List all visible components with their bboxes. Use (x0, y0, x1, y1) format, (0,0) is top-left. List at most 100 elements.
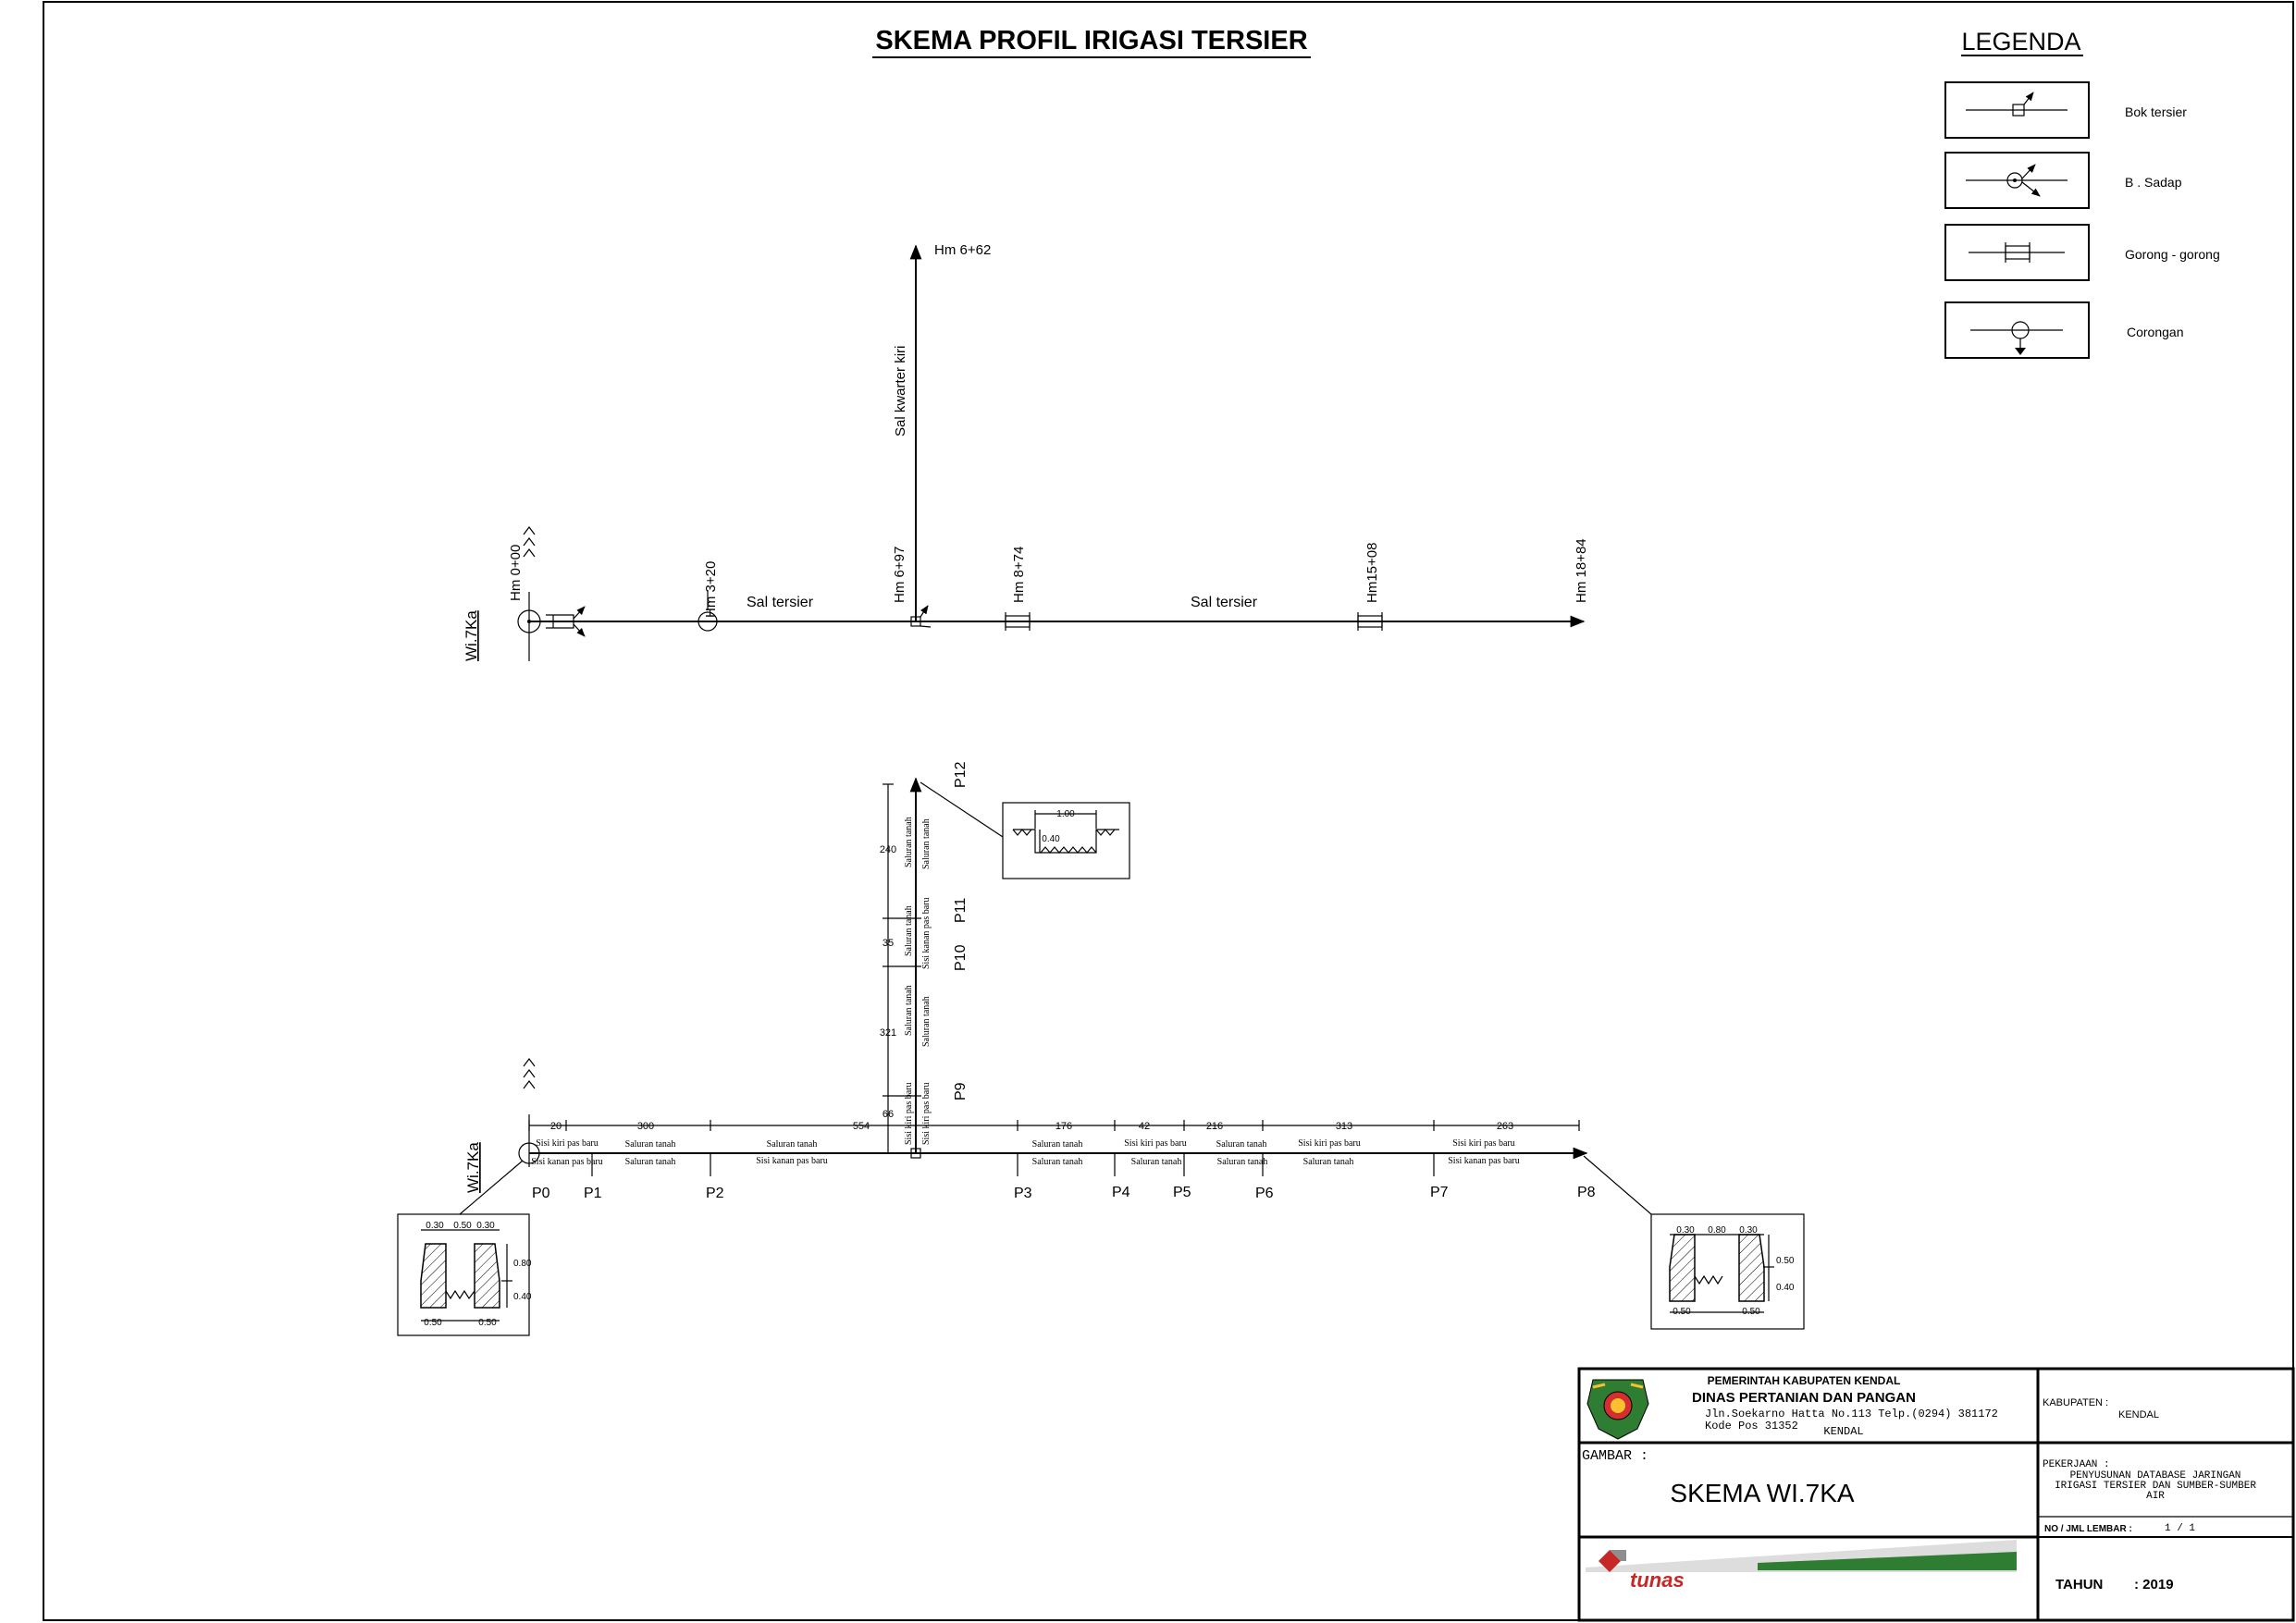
section-dimension: 0.80 (1708, 1225, 1726, 1236)
gambar-value: SKEMA WI.7KA (1670, 1479, 1854, 1507)
point-label: P0 (532, 1186, 550, 1201)
tahun-value: : 2019 (2134, 1577, 2174, 1592)
segment-lower-label: Saluran tanah (1303, 1157, 1354, 1167)
segment-lower-label: Saluran tanah (1131, 1157, 1182, 1167)
kabupaten-value: KENDAL (2118, 1409, 2159, 1420)
branch-left-label: Sisi kiri pas baru (904, 1083, 914, 1146)
legend-label-bok-tersier: Bok tersier (2125, 105, 2187, 119)
channel-label: Sal tersier (1191, 595, 1258, 610)
bok-tersier-icon (910, 1148, 921, 1159)
branch-right-label: Saluran tanah (921, 996, 932, 1047)
pekerjaan-label: PEKERJAAN : (2043, 1459, 2110, 1470)
scheme-side-label: Wi.7Ka (463, 610, 480, 661)
dept-name: DINAS PERTANIAN DAN PANGAN (1692, 1390, 1916, 1406)
tahun-label: TAHUN (2055, 1577, 2103, 1592)
legend-label-gorong: Gorong - gorong (2125, 247, 2220, 262)
branch-left-label: Saluran tanah (904, 817, 914, 867)
dept-postcode: Kode Pos 31352 (1705, 1420, 1798, 1432)
title-block: PEMERINTAH KABUPATEN KENDAL DINAS PERTAN… (1577, 1367, 2295, 1622)
distance-label: 321 (880, 1027, 896, 1039)
segment-lower-label: Saluran tanah (1032, 1157, 1083, 1167)
bok-tersier-icon (1944, 81, 2090, 139)
pekerjaan-line: IRIGASI TERSIER DAN SUMBER-SUMBER (2055, 1481, 2256, 1492)
station-label: Hm 6+97 (892, 547, 907, 603)
distance-label: 240 (880, 844, 896, 855)
point-label: P12 (953, 761, 969, 788)
segment-upper-label: Saluran tanah (1216, 1139, 1267, 1150)
section-dimension: 0.40 (1776, 1283, 1795, 1293)
section-dimension: 0.80 (513, 1259, 532, 1269)
legend-label-sadap: B . Sadap (2125, 175, 2182, 190)
tertiary-scheme: Hm 6+62 Sal kwarter kiri Wi.7Ka Hm 0+00 … (463, 242, 1589, 661)
point-label: P5 (1173, 1185, 1191, 1200)
point-label: P4 (1112, 1185, 1130, 1200)
distance-label: 263 (1497, 1121, 1513, 1132)
kabupaten-label: KABUPATEN : (2043, 1397, 2108, 1408)
station-label: Hm 18+84 (1574, 538, 1589, 603)
point-label: P1 (584, 1186, 602, 1201)
section-dimension: 0.30 (426, 1221, 444, 1231)
sheet-border (43, 1, 2294, 1621)
point-label: P10 (953, 944, 969, 971)
branch-right-label: Sisi kanan pas baru (921, 898, 932, 970)
section-dimension: 0.50 (424, 1318, 442, 1328)
channel-profile: Wi.7Ka 20 300 554 176 (397, 761, 1805, 1336)
point-label: P8 (1577, 1185, 1596, 1200)
tunas-logo-text: tunas (1630, 1568, 1685, 1592)
section-dimension: 0.50 (453, 1221, 472, 1231)
station-label: Hm 3+20 (703, 561, 719, 618)
source-sadap-icon (517, 526, 586, 661)
station-label: Hm15+08 (1364, 543, 1380, 603)
branch-end-station: Hm 6+62 (934, 242, 991, 258)
branch-channel-label: Sal kwarter kiri (893, 346, 908, 436)
pekerjaan-line: PENYUSUNAN DATABASE JARINGAN (2070, 1470, 2241, 1482)
station-label: Hm 8+74 (1011, 547, 1027, 603)
branch-right-label: Saluran tanah (921, 818, 932, 869)
distance-label: 216 (1206, 1121, 1223, 1132)
distance-label: 300 (637, 1121, 654, 1132)
distance-label: 35 (883, 938, 894, 949)
dimension-ticks (528, 1120, 1580, 1131)
distance-label: 313 (1336, 1121, 1352, 1132)
lembar-label: NO / JML LEMBAR : (2044, 1524, 2132, 1534)
dept-address: Jln.Soekarno Hatta No.113 Telp.(0294) 38… (1705, 1408, 1998, 1420)
point-label: P9 (953, 1082, 969, 1100)
branch-left-label: Saluran tanah (904, 905, 914, 956)
branch-left-label: Saluran tanah (904, 985, 914, 1036)
leader-line (920, 781, 1004, 838)
distance-label: 20 (550, 1121, 562, 1132)
distance-label: 42 (1139, 1121, 1150, 1132)
branch-ticks (883, 783, 921, 1097)
tunas-logo: tunas (1586, 1540, 2017, 1592)
station-label: Hm 0+00 (508, 545, 524, 601)
section-dimension: 0.30 (1676, 1225, 1695, 1236)
segment-upper-label: Sisi kiri pas baru (1452, 1138, 1515, 1149)
legend-title: LEGENDA (1961, 28, 2080, 55)
segment-lower-label: Sisi kanan pas baru (756, 1156, 828, 1166)
channel-label: Sal tersier (747, 595, 814, 610)
profile-side-label: Wi.7Ka (464, 1142, 482, 1193)
gorong-gorong-icon (1944, 224, 2090, 281)
segment-upper-label: Saluran tanah (1032, 1139, 1083, 1150)
distance-label: 554 (853, 1121, 870, 1132)
corongan-icon (697, 590, 718, 632)
point-label: P11 (953, 898, 969, 923)
leader-line (459, 1160, 524, 1215)
bangunan-sadap-icon (1944, 152, 2090, 209)
branch-right-label: Sisi kiri pas baru (921, 1083, 932, 1146)
section-dimension: 0.30 (476, 1221, 495, 1231)
gov-name: PEMERINTAH KABUPATEN KENDAL (1708, 1374, 1901, 1387)
segment-upper-label: Sisi kiri pas baru (1124, 1138, 1187, 1149)
kendal-emblem-logo (1586, 1379, 1649, 1440)
segment-upper-label: Sisi kiri pas baru (1298, 1138, 1361, 1149)
cross-section-masonry-right (1650, 1213, 1805, 1330)
section-dimension: 0.50 (1742, 1307, 1760, 1317)
point-label: P7 (1430, 1185, 1449, 1200)
cross-section-earth (1002, 802, 1130, 879)
lembar-value: 1 / 1 (2165, 1523, 2195, 1534)
distance-label: 176 (1055, 1121, 1072, 1132)
legend: LEGENDA Bok tersier B . Sadap (1944, 28, 2220, 359)
point-ticks (591, 1153, 1435, 1176)
section-dimension: 0.40 (1042, 834, 1060, 844)
section-dimension: 0.40 (513, 1292, 532, 1302)
